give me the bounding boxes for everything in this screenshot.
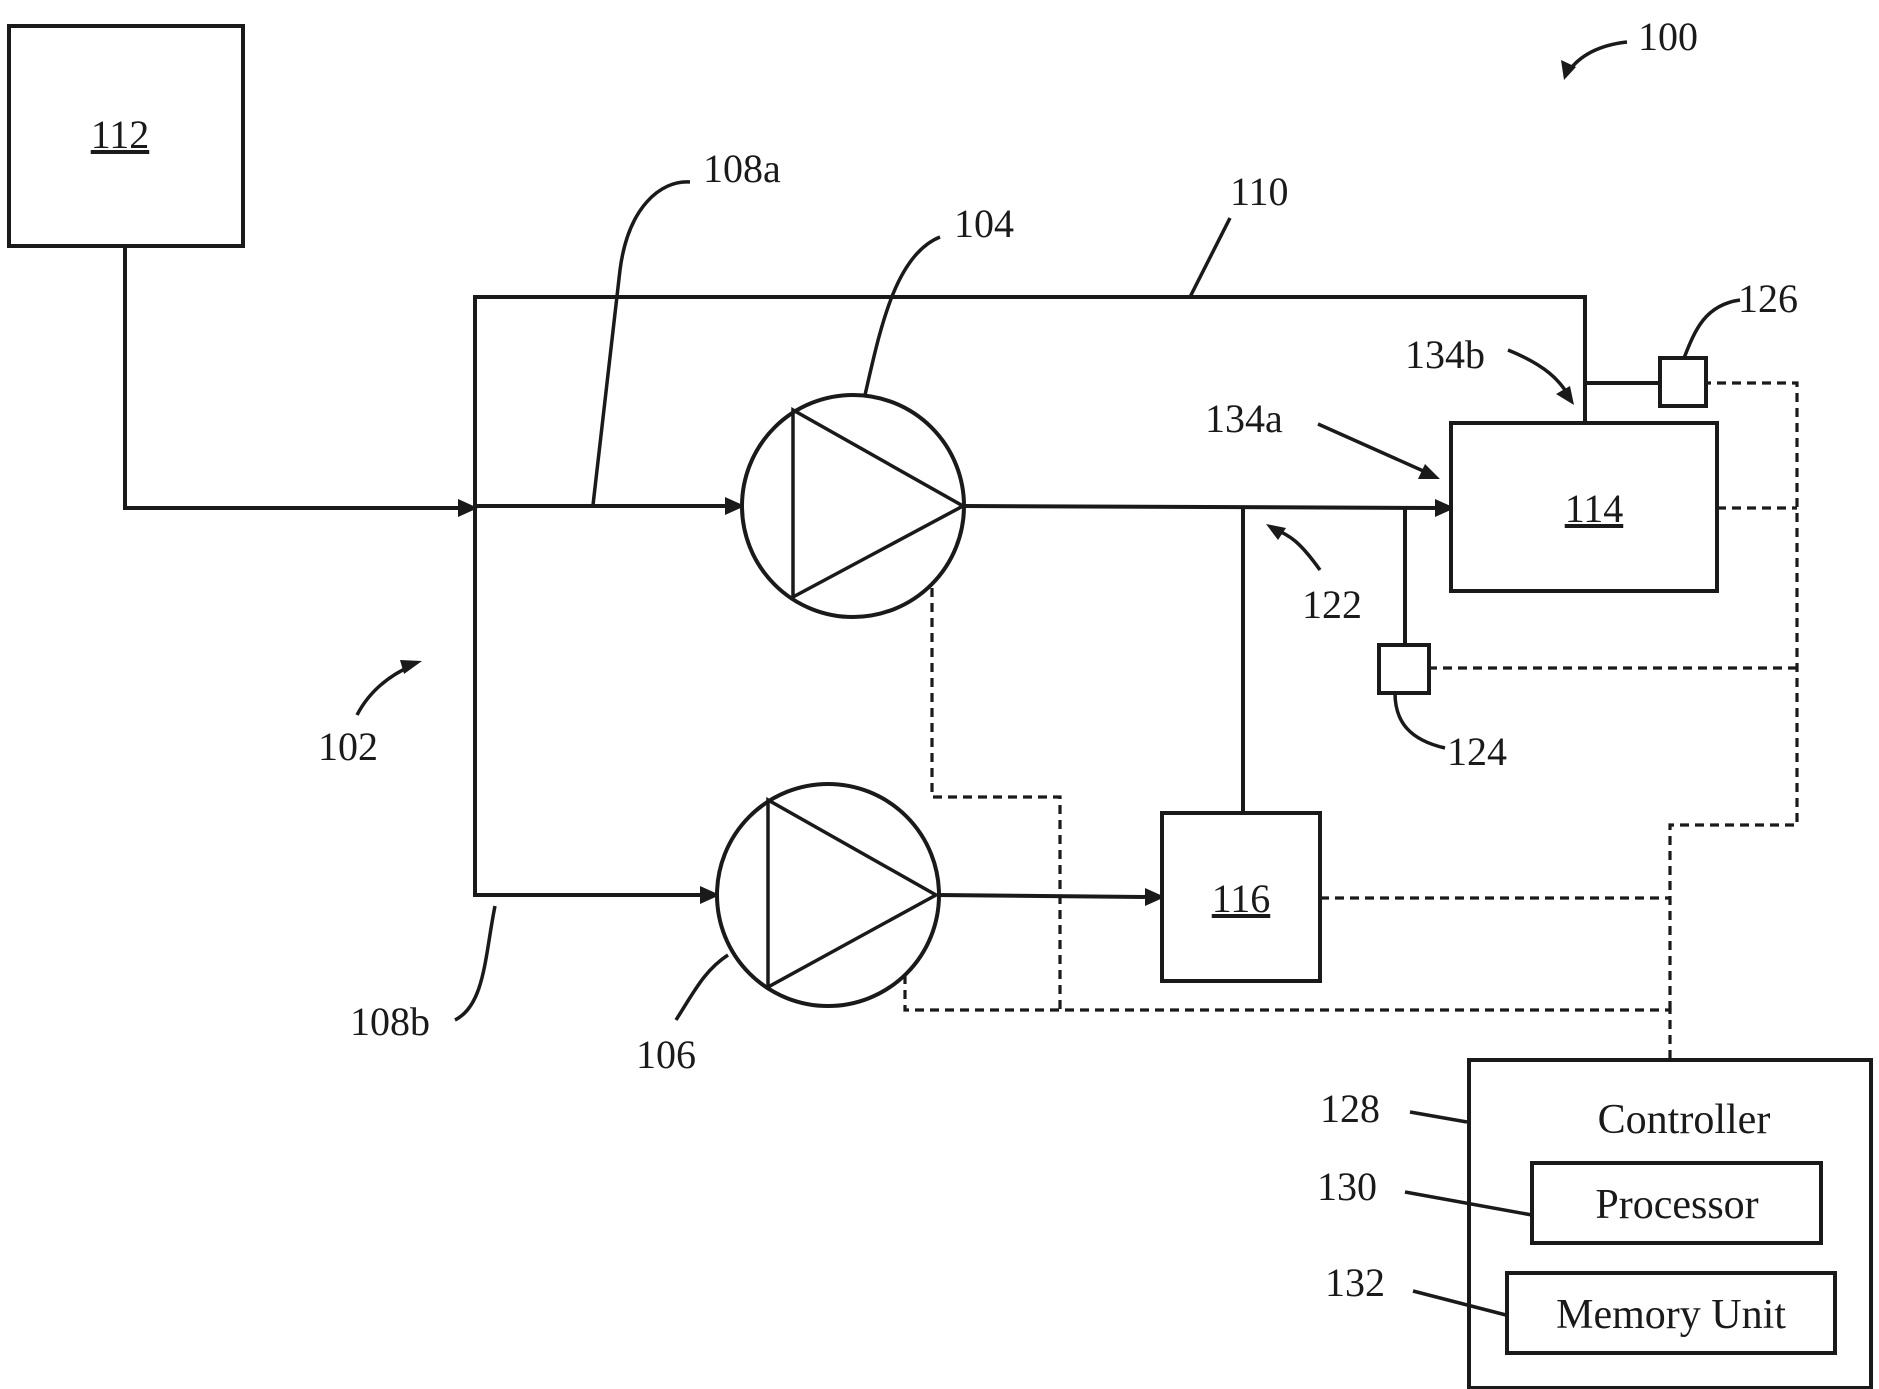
label-106: 106: [636, 1032, 696, 1077]
leader-134b: [1508, 350, 1570, 398]
label-130: 130: [1317, 1164, 1377, 1209]
memory-unit-label: Memory Unit: [1556, 1292, 1786, 1338]
leader-128: [1410, 1112, 1467, 1122]
leader-108b: [455, 906, 495, 1020]
label-110: 110: [1230, 169, 1289, 214]
leader-122-head: [1266, 524, 1286, 540]
pump-104: [742, 395, 964, 617]
label-134a: 134a: [1205, 396, 1283, 441]
line-source-feed: [125, 245, 465, 508]
label-104: 104: [954, 201, 1014, 246]
label-124: 124: [1447, 729, 1507, 774]
label-100: 100: [1638, 14, 1698, 59]
leader-124: [1395, 693, 1445, 748]
box-116-label: 116: [1212, 876, 1271, 921]
box-114-label: 114: [1565, 486, 1624, 531]
leader-106: [676, 955, 728, 1020]
processor-label: Processor: [1595, 1182, 1758, 1228]
box-112-label: 112: [91, 112, 150, 157]
leader-100: [1568, 42, 1627, 72]
dash-pump-104: [932, 588, 1060, 1010]
label-122: 122: [1302, 582, 1362, 627]
leader-102-head: [400, 660, 422, 674]
leader-134a: [1318, 424, 1430, 474]
label-108a: 108a: [703, 146, 781, 191]
leader-108a: [593, 182, 690, 505]
leader-126: [1684, 300, 1740, 358]
line-pump-104-outlet: [965, 506, 1440, 508]
leader-110: [1190, 218, 1230, 297]
label-128: 128: [1320, 1086, 1380, 1131]
line-pump-106-outlet: [938, 895, 1150, 897]
label-102: 102: [318, 724, 378, 769]
controller-title: Controller: [1598, 1097, 1771, 1143]
controller: Controller Processor Memory Unit: [1469, 1060, 1871, 1388]
sensor-124: [1379, 645, 1429, 693]
dash-pump-106: [905, 975, 1670, 1060]
label-126: 126: [1738, 276, 1798, 321]
pump-104-circle: [742, 395, 964, 617]
label-134b: 134b: [1405, 332, 1485, 377]
label-108b: 108b: [350, 999, 430, 1044]
label-132: 132: [1325, 1260, 1385, 1305]
pump-106-circle: [717, 784, 939, 1006]
pump-106: [717, 784, 939, 1006]
leader-104: [865, 237, 940, 395]
sensor-126: [1660, 358, 1706, 406]
